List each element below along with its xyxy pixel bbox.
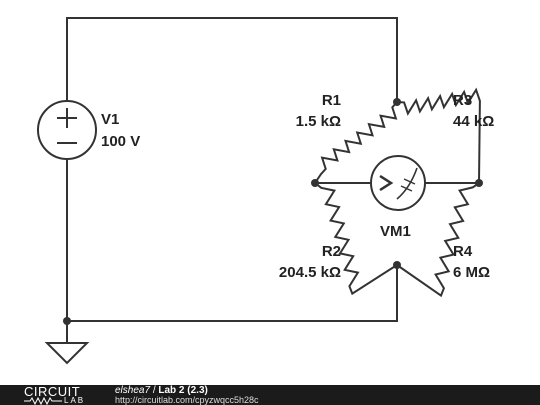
r3-name-label: R3 <box>453 92 472 109</box>
circuitlab-logo[interactable]: CIRCUIT LAB <box>24 385 104 405</box>
logo-text-lab: LAB <box>64 396 86 405</box>
footer-bar: CIRCUIT LAB elshea7 / Lab 2 (2.3) http:/… <box>0 385 540 405</box>
wire-bottom <box>67 265 398 322</box>
resistor-r1-icon[interactable] <box>314 101 398 184</box>
resistor-wave-icon <box>24 396 62 405</box>
junction-dot-icon <box>311 179 319 187</box>
junction-dot-icon <box>63 317 71 325</box>
wire-top <box>66 17 398 102</box>
r4-value-label: 6 MΩ <box>453 264 490 281</box>
v1-value-label: 100 V <box>101 133 140 150</box>
resistor-r2-icon[interactable] <box>314 182 398 296</box>
resistor-r3-icon[interactable] <box>396 87 481 184</box>
circuit-schematic: V1 100 V R1 1.5 kΩ R3 44 kΩ R2 204.5 kΩ … <box>37 17 494 365</box>
r3-value-label: 44 kΩ <box>453 113 494 130</box>
circuit-title[interactable]: Lab 2 (2.3) <box>158 385 208 396</box>
junction-dots <box>63 98 483 325</box>
voltmeter-icon[interactable] <box>370 155 426 211</box>
v1-name-label: V1 <box>101 111 119 128</box>
meta-separator: / <box>152 385 156 396</box>
junction-dot-icon <box>393 261 401 269</box>
author-link[interactable]: elshea7 <box>115 385 151 396</box>
r1-name-label: R1 <box>322 92 341 109</box>
circuit-meta: elshea7 / Lab 2 (2.3) <box>115 386 208 396</box>
logo-text-circuit: CIRCUIT <box>24 384 81 399</box>
r2-name-label: R2 <box>322 243 341 260</box>
voltage-source-icon[interactable] <box>37 100 97 160</box>
junction-dot-icon <box>475 179 483 187</box>
vm1-name-label: VM1 <box>380 223 411 240</box>
wires <box>66 17 479 342</box>
circuit-url[interactable]: http://circuitlab.com/cpyzwqcc5h28c <box>115 395 259 405</box>
r4-name-label: R4 <box>453 243 473 260</box>
junction-dot-icon <box>393 98 401 106</box>
resistor-r4-icon[interactable] <box>396 182 480 298</box>
r1-value-label: 1.5 kΩ <box>296 113 341 130</box>
ground-icon[interactable] <box>44 342 90 365</box>
r2-value-label: 204.5 kΩ <box>279 264 341 281</box>
